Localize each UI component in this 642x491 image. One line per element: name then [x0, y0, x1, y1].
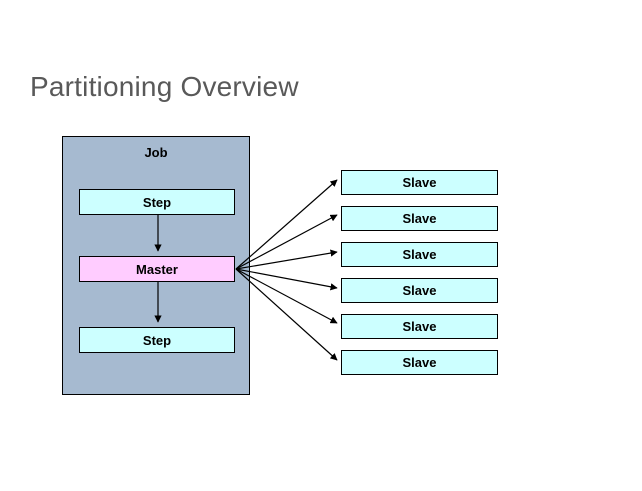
connector-master-to-slave-5: [235, 268, 338, 324]
connector-master-to-slave-6: [235, 268, 338, 361]
slave-box-4[interactable]: Slave: [341, 278, 498, 303]
slave-box-5[interactable]: Slave: [341, 314, 498, 339]
connector-master-to-slave-2: [235, 214, 338, 270]
connector-master-to-slave-1: [235, 179, 338, 270]
slave-box-6[interactable]: Slave: [341, 350, 498, 375]
slave-box-2[interactable]: Slave: [341, 206, 498, 231]
master-box[interactable]: Master: [79, 256, 235, 282]
page-title: Partitioning Overview: [30, 71, 299, 102]
job-label: Job: [144, 145, 168, 160]
job-container: Job Step Master Step: [62, 136, 250, 395]
step-top-box[interactable]: Step: [79, 189, 235, 215]
connector-master-to-slave-3: [235, 249, 338, 270]
slave-box-3[interactable]: Slave: [341, 242, 498, 267]
slave-box-1[interactable]: Slave: [341, 170, 498, 195]
connector-master-to-slave-4: [235, 268, 338, 291]
step-bottom-box[interactable]: Step: [79, 327, 235, 353]
